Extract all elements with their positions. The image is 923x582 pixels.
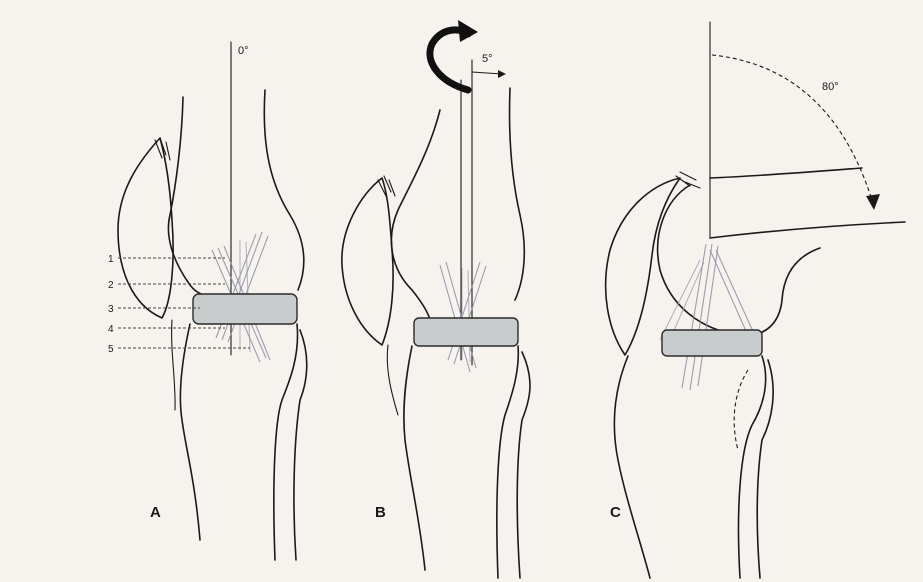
structure-number-4: 4 xyxy=(108,324,114,335)
meniscus-b xyxy=(414,318,518,346)
panel-label-a: A xyxy=(150,504,161,521)
meniscus-a xyxy=(193,294,297,324)
panel-label-b: B xyxy=(375,504,386,521)
structure-number-2: 2 xyxy=(108,280,114,291)
angle-label-c: 80° xyxy=(822,81,839,93)
panel-label-c: C xyxy=(610,504,621,521)
meniscus-c xyxy=(662,330,762,356)
structure-number-3: 3 xyxy=(108,304,114,315)
angle-label-a: 0° xyxy=(238,45,249,57)
angle-label-b: 5° xyxy=(482,53,493,65)
structure-number-1: 1 xyxy=(108,254,114,265)
structure-number-5: 5 xyxy=(108,344,114,355)
